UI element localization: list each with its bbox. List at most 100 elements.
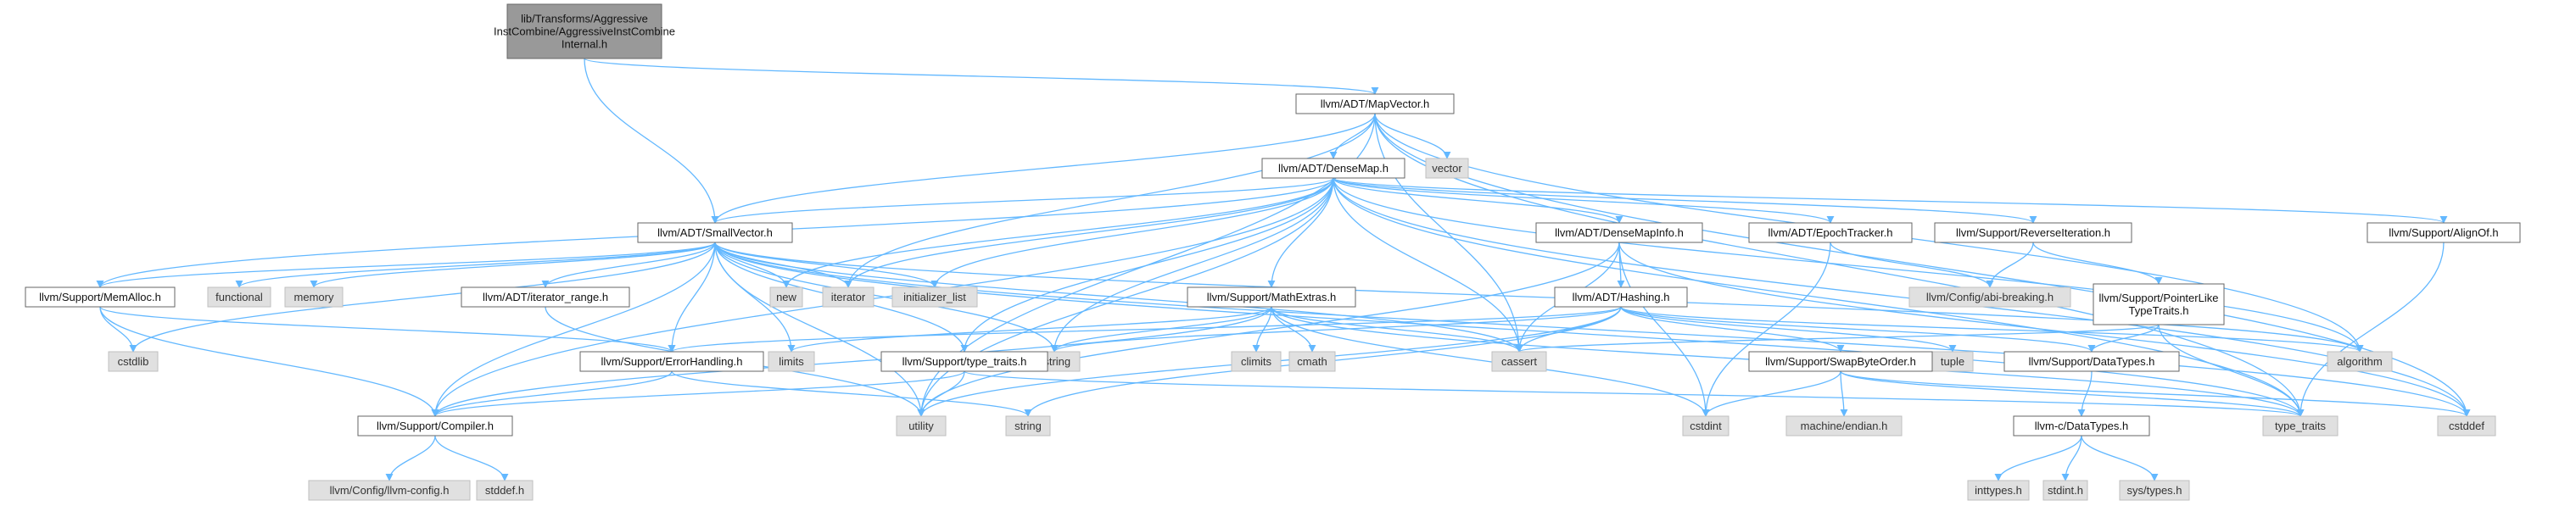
edge-memalloc-to-compiler (99, 306, 439, 417)
node-errorhandling[interactable]: llvm/Support/ErrorHandling.h (579, 351, 764, 372)
node-label: initializer_list (903, 291, 966, 303)
node-label: llvm/Support/MathExtras.h (1207, 291, 1336, 303)
edge-typetraitsh-to-typetraits (964, 370, 2305, 417)
node-functional: functional (207, 286, 271, 308)
node-label: limits (779, 355, 804, 368)
edge-typetraitsh-to-utility (917, 370, 965, 417)
node-label: llvm/ADT/EpochTracker.h (1769, 226, 1893, 239)
node-alignof[interactable]: llvm/Support/AlignOf.h (2366, 222, 2521, 243)
edge-swapbyteorder-to-cstddef (1840, 370, 2471, 417)
node-memory: memory (284, 286, 344, 308)
nodes-layer: lib/Transforms/AggressiveInstCombine/Agg… (25, 3, 2521, 501)
edge-datatypes-to-cdatatypes (2077, 370, 2093, 417)
node-label: cmath (1297, 355, 1327, 368)
node-mapvector[interactable]: llvm/ADT/MapVector.h (1295, 93, 1455, 114)
edge-smallvector-to-errorhandling (668, 242, 716, 353)
node-inttypes: inttypes.h (1967, 480, 2030, 501)
node-epochtracker[interactable]: llvm/ADT/EpochTracker.h (1748, 222, 1913, 243)
node-root[interactable]: lib/Transforms/AggressiveInstCombine/Agg… (494, 3, 675, 59)
node-label: llvm/ADT/iterator_range.h (483, 291, 608, 303)
node-label: string (1014, 420, 1042, 432)
node-box (896, 415, 947, 436)
node-abibreaking: llvm/Config/abi-breaking.h (1908, 286, 2071, 308)
edge-mapvector-to-vector (1374, 113, 1451, 159)
edge-smallvector-to-cstddef (714, 242, 2471, 417)
node-box (1785, 415, 1903, 436)
edge-smallvector-to-functional (235, 242, 716, 288)
node-box (1491, 351, 1547, 372)
node-box (880, 351, 1048, 372)
edge-smallvector-to-typetraits (714, 242, 2305, 417)
node-label: InstCombine/AggressiveInstCombine (494, 25, 675, 38)
edge-smallvector-to-cstring (714, 242, 1059, 353)
node-box (1934, 222, 2132, 243)
edge-densemap-to-typetraits (1333, 177, 2305, 417)
node-box (768, 351, 815, 372)
node-box (637, 222, 793, 243)
node-box (1005, 415, 1051, 436)
edge-compiler-to-stddef (434, 435, 509, 481)
node-mathextras[interactable]: llvm/Support/MathExtras.h (1187, 286, 1356, 308)
edge-swapbyteorder-to-cstdint (1702, 370, 1841, 417)
node-label: llvm/Support/AlignOf.h (2389, 226, 2498, 239)
node-label: Internal.h (562, 38, 607, 51)
node-label: functional (215, 291, 263, 303)
node-box (207, 286, 271, 308)
node-stdint: stdint.h (2042, 480, 2088, 501)
node-swapbyteorder[interactable]: llvm/Support/SwapByteOrder.h (1748, 351, 1933, 372)
node-label: sys/types.h (2126, 484, 2182, 497)
node-label: lib/Transforms/Aggressive (521, 13, 648, 25)
edge-hashing-to-errorhandling (668, 306, 1622, 353)
edge-epochtracker-to-cstdint (1702, 242, 1831, 417)
edge-pointerlike-to-typetraits (2158, 324, 2305, 417)
edge-densemap-to-iterator (844, 177, 1334, 288)
node-densemap[interactable]: llvm/ADT/DenseMap.h (1261, 158, 1405, 179)
node-machineendian: machine/endian.h (1785, 415, 1903, 436)
node-box (579, 351, 764, 372)
node-box (1554, 286, 1688, 308)
edge-densemap-to-densemapinfo (1333, 177, 1623, 224)
node-memalloc[interactable]: llvm/Support/MemAlloc.h (25, 286, 176, 308)
edge-pointerlike-to-cassert (1515, 324, 2160, 353)
node-label: llvm/Support/ErrorHandling.h (601, 355, 743, 368)
node-box (1535, 222, 1703, 243)
node-densemapinfo[interactable]: llvm/ADT/DenseMapInfo.h (1535, 222, 1703, 243)
node-box (506, 3, 662, 59)
edge-mathextras-to-climits (1252, 306, 1272, 353)
node-label: inttypes.h (1975, 484, 2022, 497)
node-datatypes[interactable]: llvm/Support/DataTypes.h (2003, 351, 2180, 372)
node-iteratorrange[interactable]: llvm/ADT/iterator_range.h (461, 286, 630, 308)
node-label: llvm/Support/MemAlloc.h (39, 291, 161, 303)
node-box (108, 351, 159, 372)
node-label: cassert (1501, 355, 1537, 368)
node-hashing[interactable]: llvm/ADT/Hashing.h (1554, 286, 1688, 308)
node-reverseiteration[interactable]: llvm/Support/ReverseIteration.h (1934, 222, 2132, 243)
edge-compiler-to-llvmconfig (385, 435, 436, 481)
node-cmath: cmath (1288, 351, 1336, 372)
edge-densemap-to-new (782, 177, 1334, 288)
edge-smallvector-to-iteratorrange (541, 242, 716, 288)
node-compiler[interactable]: llvm/Support/Compiler.h (357, 415, 513, 436)
node-typetraits: type_traits (2262, 415, 2339, 436)
node-llvmconfig: llvm/Config/llvm-config.h (308, 480, 471, 501)
node-label: cstdlib (118, 355, 149, 368)
node-box (284, 286, 344, 308)
node-box (891, 286, 978, 308)
node-box (476, 480, 534, 501)
node-label: TypeTraits.h (2128, 304, 2188, 317)
edge-errorhandling-to-compiler (431, 370, 673, 417)
node-box (1425, 158, 1469, 179)
node-vector: vector (1425, 158, 1469, 179)
edge-memalloc-to-errorhandling (99, 306, 676, 353)
node-smallvector[interactable]: llvm/ADT/SmallVector.h (637, 222, 793, 243)
node-typetraitsh[interactable]: llvm/Support/type_traits.h (880, 351, 1048, 372)
edge-typetraitsh-to-compiler (431, 370, 965, 417)
node-label: memory (294, 291, 334, 303)
node-algorithm: algorithm (2327, 351, 2393, 372)
node-climits: climits (1231, 351, 1282, 372)
node-string: string (1005, 415, 1051, 436)
node-box (2262, 415, 2339, 436)
node-cdatatypes[interactable]: llvm-c/DataTypes.h (2013, 415, 2150, 436)
node-box (1682, 415, 1729, 436)
